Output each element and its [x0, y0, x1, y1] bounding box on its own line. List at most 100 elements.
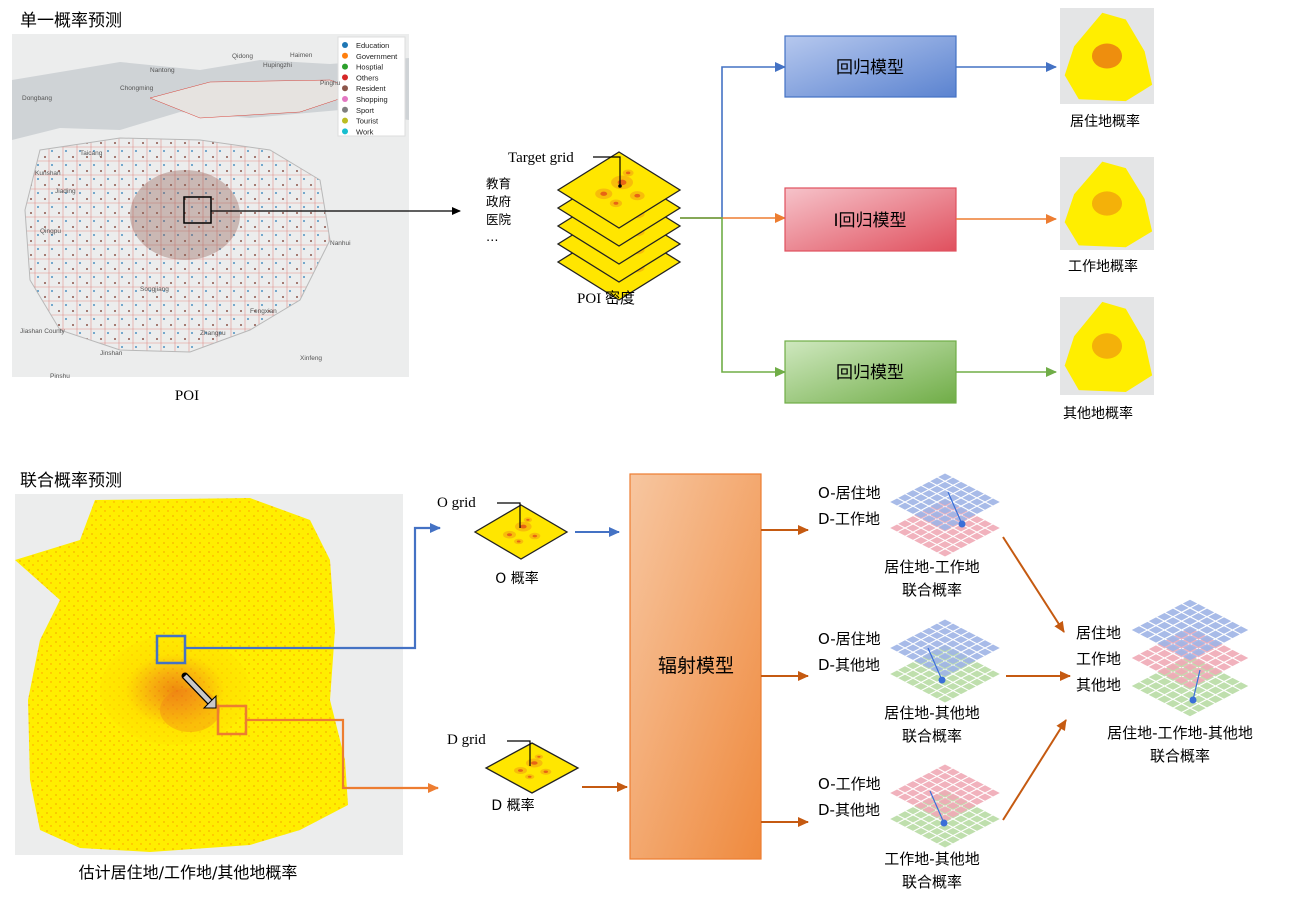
grid-plane [1131, 599, 1249, 661]
map-place-label: Zhangpu [200, 330, 226, 337]
legend-label: Shopping [356, 95, 388, 104]
estimate-caption: 估计居住地/工作地/其他地概率 [79, 863, 298, 882]
map-place-label: Chongming [120, 85, 154, 92]
legend-label: Education [356, 41, 389, 50]
poi-category: 医院 [486, 212, 512, 227]
pair-1-to-triple-arrow [1002, 536, 1065, 633]
legend-swatch [342, 63, 348, 70]
pair-1-bottom-label: D-工作地 [818, 510, 880, 528]
probability-thumbnail [1060, 8, 1154, 104]
map-place-label: Taicang [80, 150, 103, 157]
poi-map-caption: POI [175, 388, 199, 404]
poi-category-list: 教育 政府 医院 … [486, 176, 512, 244]
link-line [929, 790, 945, 824]
legend-label: Resident [356, 84, 387, 93]
arrow-to-model-1 [680, 62, 786, 219]
pair-grid [890, 473, 1000, 557]
poi-legend: EducationGovernmentHosptialOthersResiden… [342, 41, 398, 136]
regression-model-3-label: 回归模型 [836, 363, 904, 383]
pair-2-top-label: O-居住地 [818, 630, 881, 648]
map-place-label: Nanhui [330, 240, 351, 247]
o-grid-label: O grid [437, 495, 476, 511]
target-grid-leader [593, 156, 621, 186]
legend-label: Work [356, 127, 374, 136]
pair-1-top-label: O-居住地 [818, 484, 881, 502]
pair-1-caption: 居住地-工作地 [884, 558, 979, 576]
triple-label-other: 其他地 [1076, 676, 1121, 694]
estimated-probability-map [15, 494, 403, 855]
pair-2-caption-2: 联合概率 [902, 727, 962, 745]
regression-model-1-label: 回归模型 [836, 58, 904, 78]
map-place-label: Pinghu [320, 80, 341, 87]
probability-thumbnails [1060, 8, 1154, 395]
d-grid-label: D grid [447, 732, 486, 748]
map-place-label: Hupingzhi [263, 62, 292, 69]
map-place-label: Haimen [290, 52, 313, 59]
pair-3-caption: 工作地-其他地 [884, 850, 979, 868]
legend-label: Hosptial [356, 63, 383, 72]
map-place-label: Dongbang [22, 95, 52, 102]
poi-category: 政府 [486, 194, 511, 209]
poi-category: 教育 [486, 176, 511, 191]
map-place-label: Jiading [55, 188, 76, 195]
legend-swatch [342, 42, 348, 48]
radiation-model-box [629, 473, 762, 860]
d-grid-tile [484, 742, 580, 794]
map-place-label: Fengxian [250, 308, 277, 315]
target-grid-label: Target grid [508, 150, 574, 166]
link-line [1192, 669, 1201, 701]
heat-tile [473, 504, 569, 560]
link-point [1189, 696, 1197, 704]
link-point [958, 520, 966, 528]
triple-labels: 居住地 工作地 其他地 居住地-工作地-其他地 联合概率 [1076, 624, 1253, 765]
grid-plane [890, 619, 1000, 677]
map-place-label: Qingpu [40, 228, 61, 235]
triple-caption: 居住地-工作地-其他地 [1107, 724, 1253, 742]
pair-3-top-label: O-工作地 [818, 775, 881, 793]
map-place-label: Songjiang [140, 286, 169, 293]
map-place-label: Pinshu [50, 373, 70, 380]
map-place-label: Xinfeng [300, 355, 322, 362]
pair-3-caption-2: 联合概率 [902, 873, 962, 891]
pair-3-to-triple-arrow [1002, 719, 1067, 821]
grid-plane [890, 473, 1000, 531]
pair-1-caption-2: 联合概率 [902, 581, 962, 599]
regression-model-1-box [784, 35, 957, 98]
triple-label-residence: 居住地 [1076, 624, 1121, 642]
regression-model-2-label: I回归模型 [833, 211, 906, 231]
legend-swatch [342, 74, 348, 81]
d-grid-flow-arrow [246, 718, 439, 793]
heat-tile [556, 151, 682, 229]
link-line [927, 647, 943, 681]
pair-grid [890, 764, 1000, 848]
d-probability-caption: D 概率 [491, 797, 534, 814]
regression-model-3-box [784, 340, 957, 404]
map-place-label: Jinshan [100, 350, 123, 357]
grid-plane [890, 790, 1000, 848]
probability-thumbnail [1060, 157, 1154, 250]
legend-swatch [342, 106, 348, 113]
poi-density-caption: POI 密度 [577, 290, 635, 307]
link-line [947, 491, 963, 525]
probability-thumbnail [1060, 297, 1154, 395]
joint-triple-grids [1131, 599, 1249, 717]
pair-grid [890, 619, 1000, 703]
poi-density-stack [556, 151, 682, 301]
poi-map: EducationGovernmentHosptialOthersResiden… [12, 34, 409, 380]
poi-category: … [486, 229, 499, 244]
target-grid-point [618, 184, 622, 188]
heat-tile [484, 742, 580, 794]
o-grid-tile [473, 504, 569, 560]
radiation-model-label: 辐射模型 [658, 655, 734, 677]
output-work-probability: 工作地概率 [1068, 258, 1138, 275]
legend-label: Sport [356, 106, 375, 115]
o-probability-caption: O 概率 [495, 570, 538, 587]
legend-swatch [342, 128, 348, 135]
legend-label: Others [356, 73, 379, 82]
section-title-single: 单一概率预测 [20, 11, 122, 31]
legend-label: Government [356, 52, 398, 61]
pair-labels: O-居住地 D-工作地 居住地-工作地 联合概率 O-居住地 D-其他地 居住地… [818, 484, 980, 891]
section-title-joint: 联合概率预测 [20, 471, 122, 491]
triple-label-work: 工作地 [1076, 650, 1121, 668]
